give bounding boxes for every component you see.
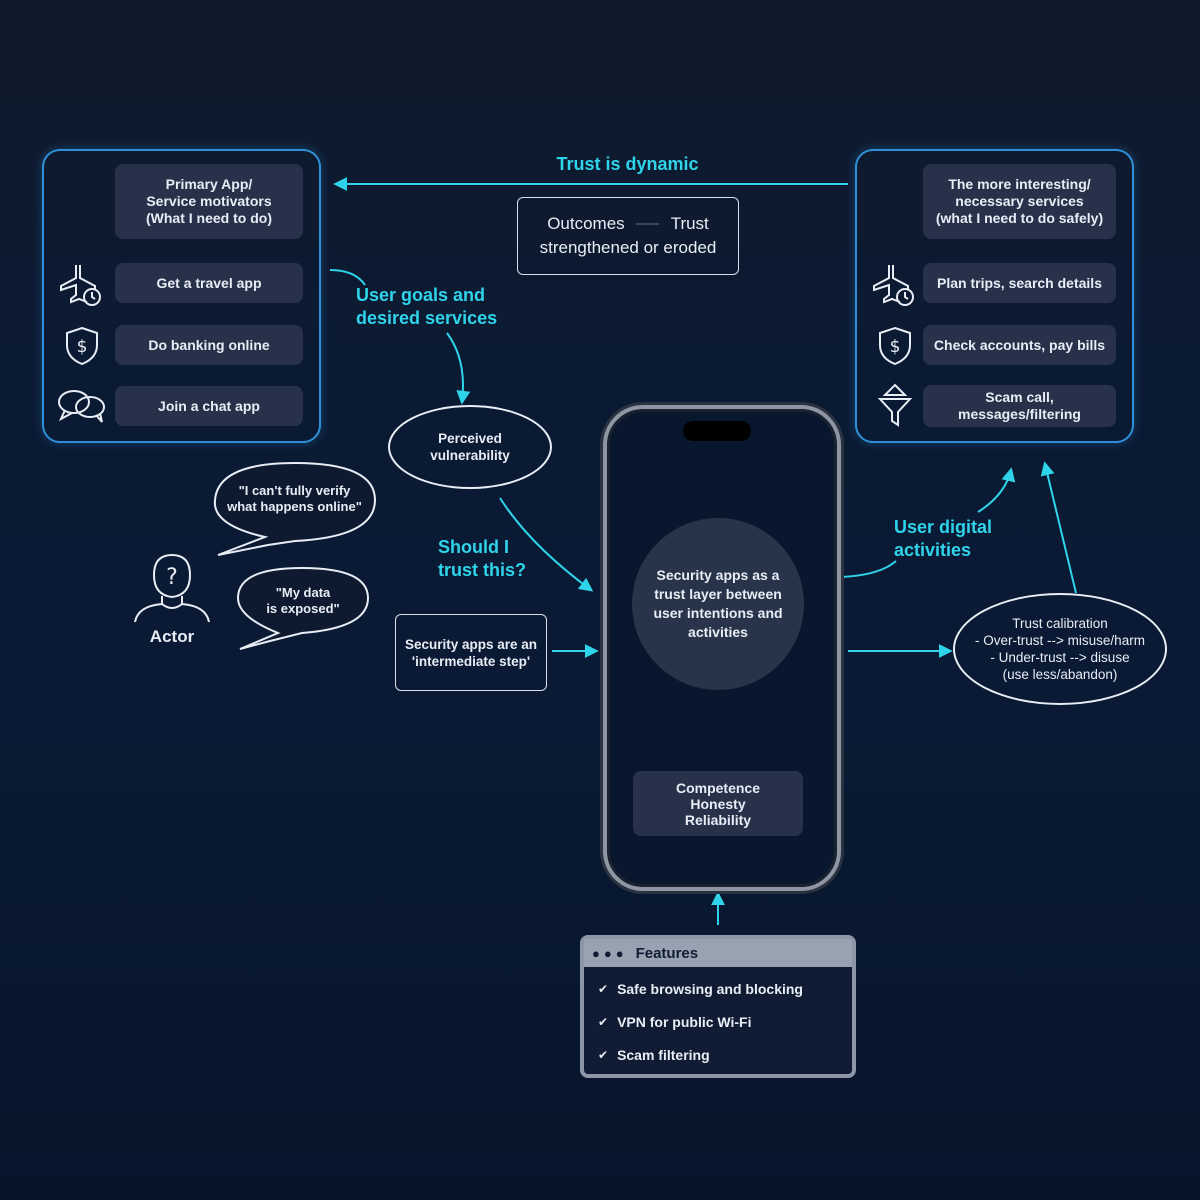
phone-to-activities-curve [841, 560, 897, 578]
speech-bubbles [213, 461, 377, 650]
trust-dynamic-label: Trust is dynamic [556, 154, 699, 174]
svg-text:?: ? [166, 565, 178, 590]
outcomes-box: Outcomes Trust strengthened or eroded [517, 197, 739, 275]
user-digital-label: User digital activities [894, 517, 993, 560]
filter-funnel-icon [876, 383, 914, 434]
quote-data-exposed: "My data is exposed" [266, 585, 340, 616]
activities-to-panel-arrow [977, 467, 1016, 513]
dollar-shield-icon: $ [62, 325, 102, 372]
svg-text:$: $ [77, 337, 88, 357]
actor-person-icon: ? [132, 552, 212, 629]
actor-label: Actor [149, 627, 195, 646]
vulnerability-to-phone-arrow [499, 497, 594, 592]
left-panel [42, 149, 321, 443]
svg-text:$: $ [890, 337, 901, 357]
airplane-clock-icon [57, 262, 105, 313]
left-panel-header: Primary App/ Service motivators (What I … [115, 164, 303, 239]
right-item-scam[interactable]: Scam call, messages/filtering [923, 385, 1116, 427]
features-window: ●●● Features ✔ Safe browsing and blockin… [580, 935, 856, 1078]
window-dots-icon: ●●● [592, 945, 628, 961]
features-title: Features [635, 944, 699, 962]
right-panel-header: The more interesting/ necessary services… [923, 164, 1116, 239]
feature-item: ✔ Scam filtering [598, 1047, 710, 1063]
arrow-icon [635, 223, 659, 225]
check-icon: ✔ [598, 1048, 609, 1062]
feature-label: Scam filtering [617, 1047, 710, 1063]
left-item-chat[interactable]: Join a chat app [115, 386, 303, 426]
outcomes-sub-label: strengthened or eroded [539, 238, 717, 257]
should-trust-label: Should I trust this? [438, 537, 526, 580]
left-item-banking[interactable]: Do banking online [115, 325, 303, 365]
perceived-vulnerability-oval: Perceived vulnerability [388, 405, 552, 489]
outcomes-label: Outcomes [547, 214, 625, 233]
trust-layer-circle: Security apps as a trust layer between u… [632, 518, 804, 690]
goals-curve [329, 269, 366, 286]
phone-notch [683, 421, 751, 441]
outcomes-row: Outcomes Trust [547, 212, 709, 236]
qualities-box: Competence Honesty Reliability [633, 771, 803, 836]
trust-calibration-oval: Trust calibration - Over-trust --> misus… [953, 593, 1167, 705]
left-item-travel[interactable]: Get a travel app [115, 263, 303, 303]
right-item-trips[interactable]: Plan trips, search details [923, 263, 1116, 303]
goals-to-vulnerability-arrow [446, 332, 471, 405]
dollar-shield-icon: $ [875, 325, 915, 372]
right-item-accounts[interactable]: Check accounts, pay bills [923, 325, 1116, 365]
outcomes-trust-label: Trust [670, 214, 709, 233]
airplane-clock-icon [870, 262, 918, 313]
quote-verify: "I can't fully verify what happens onlin… [227, 483, 362, 514]
feature-label: Safe browsing and blocking [617, 981, 803, 997]
feature-label: VPN for public Wi-Fi [617, 1014, 752, 1030]
intermediate-step-box: Security apps are an 'intermediate step' [395, 614, 547, 691]
check-icon: ✔ [598, 1015, 609, 1029]
user-goals-label: User goals and desired services [356, 285, 498, 328]
check-icon: ✔ [598, 982, 609, 996]
features-titlebar: ●●● Features [584, 939, 852, 967]
calibration-to-panel-arrow [1040, 461, 1077, 594]
feature-item: ✔ VPN for public Wi-Fi [598, 1014, 751, 1030]
feature-item: ✔ Safe browsing and blocking [598, 981, 803, 997]
chat-bubbles-icon [56, 386, 108, 431]
right-panel [855, 149, 1134, 443]
